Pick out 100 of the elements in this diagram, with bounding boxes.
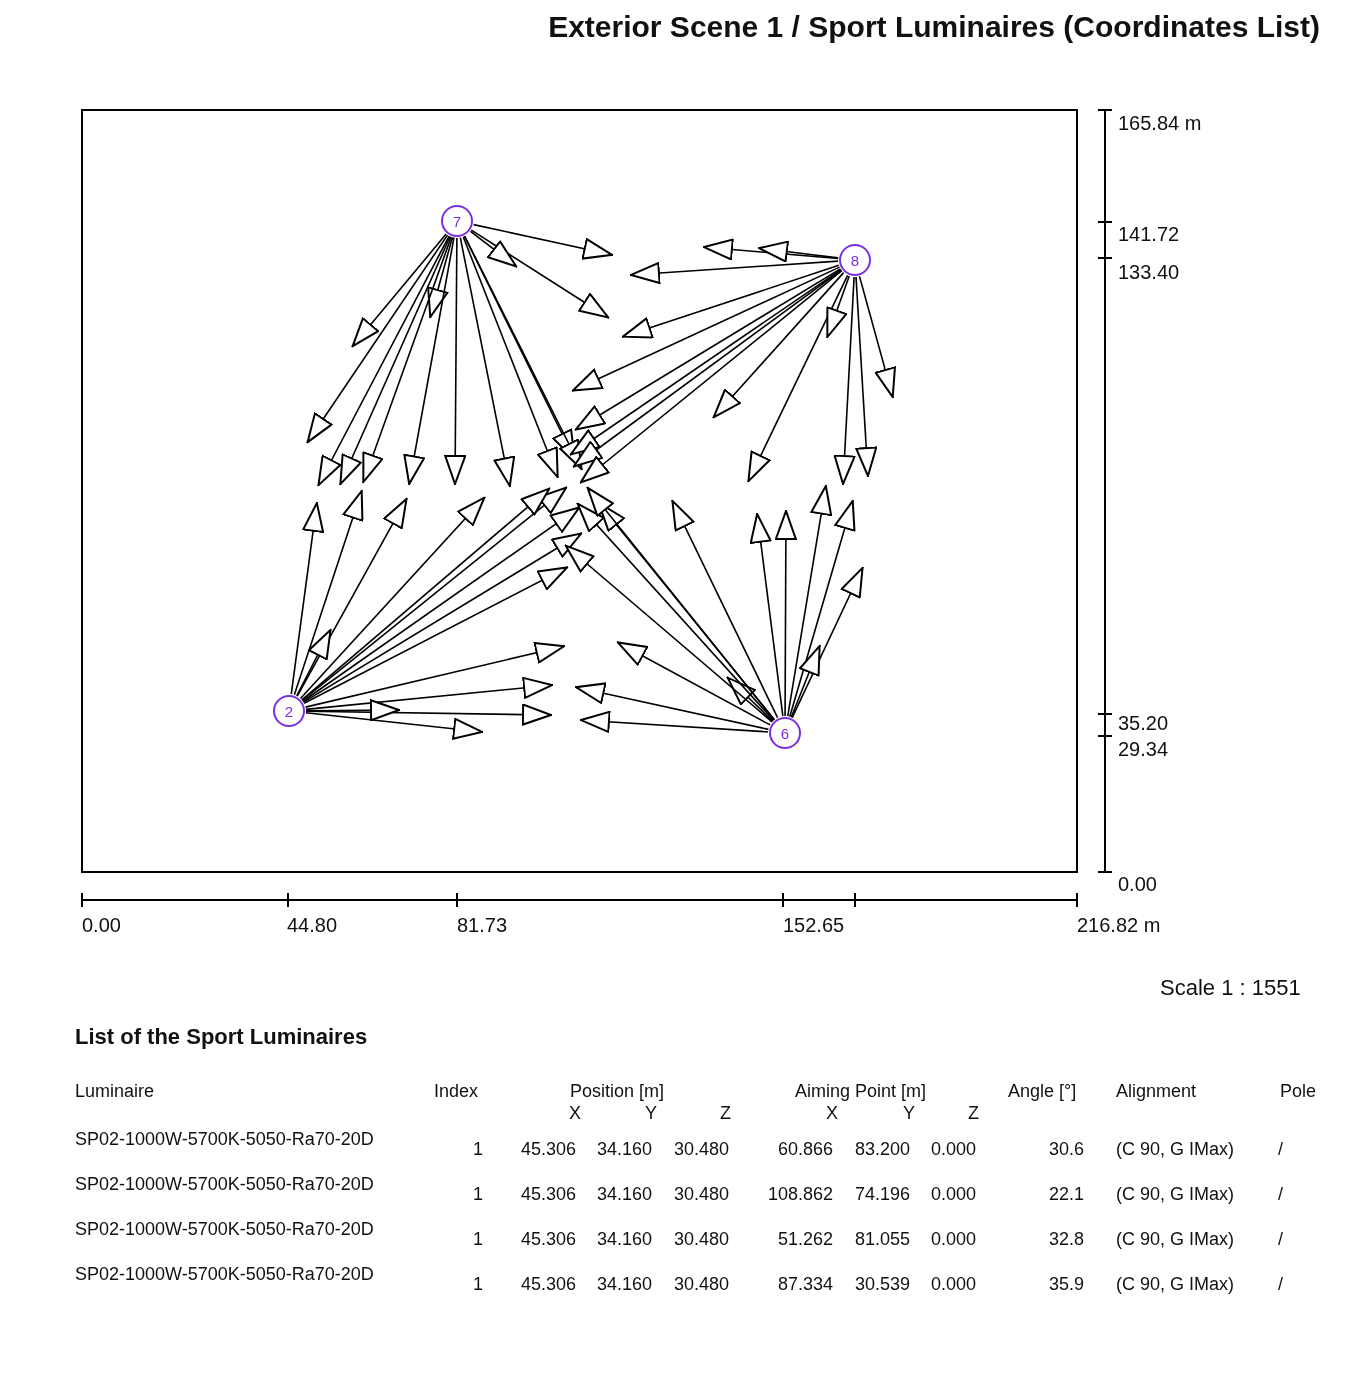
aiming-arrow [621,264,840,339]
aiming-arrow [459,236,516,488]
column-header: Aiming Point [m] [795,1081,927,1102]
column-header: Z [968,1103,979,1124]
aiming-arrow [295,628,332,697]
axis-label: 44.80 [287,914,338,937]
aiming-arrow [351,233,447,348]
table-cell: 1 [473,1139,483,1160]
column-header: Luminaire [75,1081,155,1102]
aiming-arrow [747,274,849,483]
aiming-arrow [290,501,325,695]
aiming-arrow [786,484,833,718]
table-cell: 34.160 [596,1229,652,1250]
axis-label: 81.73 [457,914,508,937]
table-cell: (C 90, G IMax) [1116,1274,1235,1295]
table-cell: 60.866 [777,1139,833,1160]
table-cell: 0.000 [930,1184,976,1205]
table-cell: 22.1 [1048,1184,1084,1205]
aiming-arrow [317,235,450,487]
aiming-arrow [671,499,779,719]
axis-label: 0.00 [1118,873,1157,896]
table-cell: 45.306 [520,1184,576,1205]
table-cell: / [1278,1274,1283,1295]
aiming-arrow [305,712,484,740]
aiming-arrow [726,676,774,722]
aiming-arrow [571,266,841,392]
pole-marker: 2 [273,695,305,727]
table-cell: 51.262 [777,1229,833,1250]
table-cell: 1 [473,1274,483,1295]
table-cell: 34.160 [596,1139,652,1160]
table-cell: 32.8 [1048,1229,1084,1250]
table-cell: 34.160 [596,1184,652,1205]
aiming-arrow [712,271,845,419]
table-cell: 30.539 [854,1274,910,1295]
aiming-arrow [299,496,486,700]
column-header: X [826,1103,838,1124]
axis-label: 141.72 [1118,223,1180,246]
table-cell: 30.480 [673,1184,729,1205]
pole-marker: 8 [839,244,871,276]
aiming-arrow [304,641,566,708]
table-cell: 108.862 [767,1184,833,1205]
table-cell: 83.200 [854,1139,910,1160]
aiming-arrow [855,276,878,478]
luminaire-name: SP02-1000W-5700K-5050-Ra70-20D [75,1263,375,1285]
table-cell: 87.334 [777,1274,833,1295]
aiming-arrow [579,710,769,733]
axis-label: 165.84 m [1118,112,1202,135]
aiming-arrow [826,275,851,339]
table-cell: 0.000 [930,1229,976,1250]
table-cell: 81.055 [854,1229,910,1250]
aiming-arrow [444,237,467,486]
aiming-arrow [833,276,856,486]
table-cell: (C 90, G IMax) [1116,1139,1235,1160]
aiming-arrow [749,512,784,717]
axis-label: 216.82 m [1077,914,1161,937]
table-cell: 45.306 [520,1229,576,1250]
aiming-arrow [427,236,454,319]
aiming-arrow [774,509,797,717]
table-cell: 45.306 [520,1274,576,1295]
luminaire-name: SP02-1000W-5700K-5050-Ra70-20D [75,1218,375,1240]
page-title: Exterior Scene 1 / Sport Luminaires (Coordinates List) [548,10,1320,44]
table-cell: 35.9 [1048,1274,1084,1295]
column-header: Y [903,1103,915,1124]
pole-marker: 7 [441,205,473,237]
axis-label: 133.40 [1118,261,1180,284]
column-header: X [569,1103,581,1124]
aiming-arrow [788,499,856,718]
axis-label: 0.00 [82,914,121,937]
axis-label: 35.20 [1118,712,1169,735]
table-cell: 1 [473,1184,483,1205]
aiming-arrow [305,676,554,711]
table-cell: 30.480 [673,1274,729,1295]
pole-marker: 6 [769,717,801,749]
table-cell: 30.480 [673,1229,729,1250]
aiming-arrow [858,275,896,399]
aiming-arrow [616,641,771,726]
column-header: Alignment [1116,1081,1197,1102]
table-cell: (C 90, G IMax) [1116,1184,1235,1205]
aiming-arrow [462,236,559,479]
aiming-arrow [470,229,610,319]
aiming-arrow [339,235,451,486]
aiming-arrow [296,497,408,697]
aiming-arrow [403,236,455,486]
aiming-arrow [574,682,770,731]
table-cell: 34.160 [596,1274,652,1295]
table-cell: / [1278,1184,1283,1205]
aiming-arrow [469,230,518,268]
column-header: Y [645,1103,657,1124]
aiming-arrow [472,223,614,260]
column-header: Angle [°] [1008,1081,1077,1102]
table-cell: 0.000 [930,1139,976,1160]
aiming-arrow [305,699,401,722]
column-header: Z [720,1103,731,1124]
aiming-arrow [757,240,839,263]
table-cell: / [1278,1139,1283,1160]
column-header: Index [434,1081,479,1102]
luminaire-name: SP02-1000W-5700K-5050-Ra70-20D [75,1128,375,1150]
aiming-arrow [790,644,821,718]
scale-note: Scale 1 : 1551 [1160,975,1301,1001]
table-cell: 1 [473,1229,483,1250]
